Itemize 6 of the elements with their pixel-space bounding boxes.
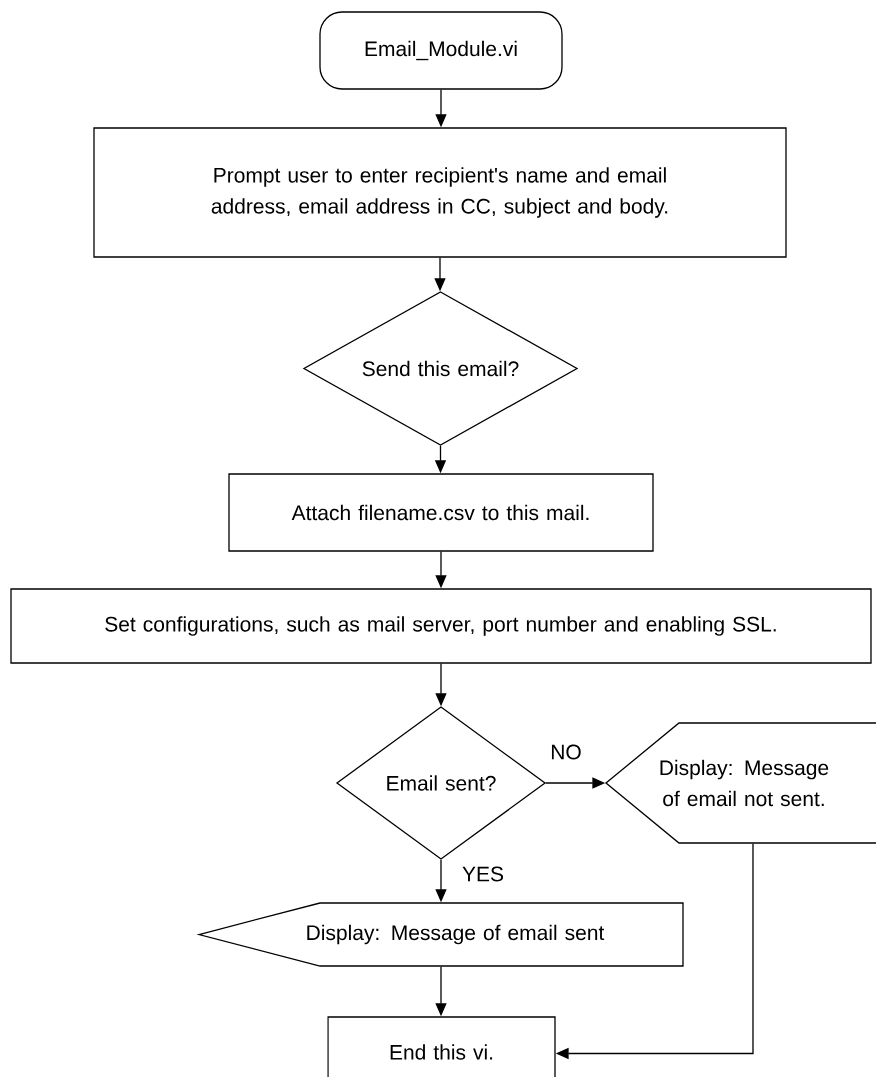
process-box: Set configurations, such as mail server, port number and enabling SSL. <box>10 588 872 664</box>
process-box: End this vi. <box>327 1016 556 1077</box>
process-box: Attach filename.csv to this mail. <box>228 473 654 552</box>
edge-label: NO <box>549 743 583 761</box>
process-box: Prompt user to enter recipient's name and email address, email address in CC, subject and body. <box>93 127 787 258</box>
edge-label: YES <box>461 865 505 883</box>
